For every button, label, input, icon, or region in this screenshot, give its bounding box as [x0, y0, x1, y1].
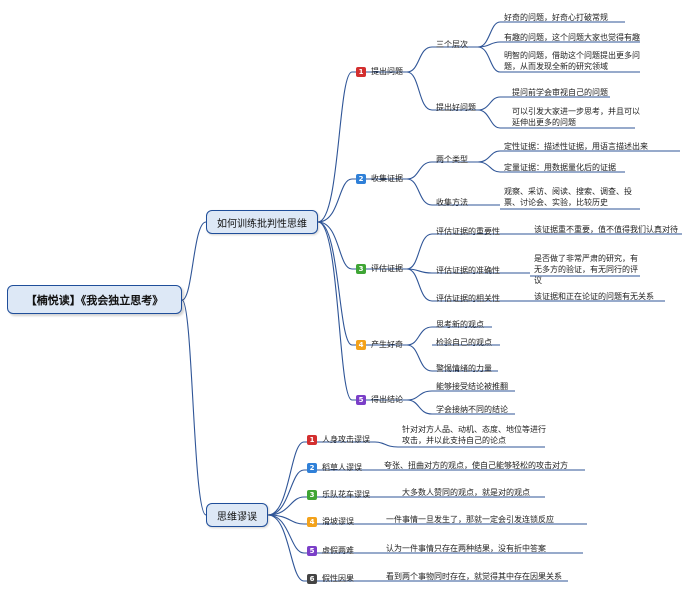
fallacy-bandwagon-detail[interactable]: 大多数人赞同的观点，就是对的观点 [402, 488, 530, 497]
node-three-levels[interactable]: 三个层次 [436, 40, 468, 49]
fallacy-false-dilemma-detail[interactable]: 认为一件事情只存在两种结果，没有折中答案 [386, 544, 546, 553]
node-methods-list[interactable]: 观察、采访、阅读、搜索、调查、投票、讨论会、实验，比较历史 [504, 187, 632, 207]
node-review-question[interactable]: 提问前学会审视自己的问题 [512, 88, 608, 97]
badge-4: 4 [356, 339, 366, 350]
badge-2: 2 [356, 173, 366, 184]
node-two-types[interactable]: 两个类型 [436, 155, 468, 164]
node-new-ideas[interactable]: 思考新的观点 [436, 320, 484, 329]
node-accept-different[interactable]: 学会接纳不同的结论 [436, 405, 508, 414]
node-emotion-caution[interactable]: 警惕情绪的力量 [436, 364, 492, 373]
badge-3: 3 [356, 263, 366, 274]
node-evaluate-importance[interactable]: 评估证据的重要性 [436, 227, 500, 236]
node-interesting-question[interactable]: 有趣的问题，这个问题大家也觉得有趣 [504, 33, 640, 42]
badge-2: 2 [307, 462, 317, 473]
fallacy-straw-man-detail[interactable]: 夸张、扭曲对方的观点，使自己能够轻松的攻击对方 [384, 461, 568, 470]
badge-3: 3 [307, 489, 317, 500]
node-quantitative-evidence[interactable]: 定量证据：用数据量化后的证据 [504, 163, 616, 172]
node-importance-detail[interactable]: 该证据重不重要，值不值得我们认真对待 [534, 225, 678, 234]
node-good-question[interactable]: 提出好问题 [436, 103, 476, 112]
node-relevance-detail[interactable]: 该证据和正在论证的问题有无关系 [534, 292, 654, 301]
node-accept-overturn[interactable]: 能够接受结论被推翻 [436, 382, 508, 391]
fallacy-ad-hominem-detail[interactable]: 针对对方人品、动机、态度、地位等进行攻击，并以此支持自己的论点 [402, 425, 546, 445]
root-topic[interactable]: 【楠悦读】《我会独立思考》 [7, 285, 182, 314]
branch-fallacies[interactable]: 思维谬误 [206, 503, 268, 527]
badge-6: 6 [307, 573, 317, 584]
badge-4: 4 [307, 516, 317, 527]
node-extend-question[interactable]: 可以引发大家进一步思考，并且可以延伸出更多的问题 [512, 107, 640, 127]
fallacy-false-cause-detail[interactable]: 看到两个事物同时存在，就觉得其中存在因果关系 [386, 572, 562, 581]
badge-1: 1 [307, 434, 317, 445]
node-accuracy-detail[interactable]: 是否做了非常严肃的研究，有无多方的验证，有无同行的评议 [534, 254, 638, 285]
node-qualitative-evidence[interactable]: 定性证据：描述性证据，用语言描述出来 [504, 142, 648, 151]
fallacy-slippery-slope-detail[interactable]: 一件事情一旦发生了，那就一定会引发连锁反应 [386, 515, 554, 524]
badge-5: 5 [307, 545, 317, 556]
node-test-ideas[interactable]: 检验自己的观点 [436, 338, 492, 347]
branch-critical-thinking[interactable]: 如何训练批判性思维 [206, 210, 318, 234]
node-curious-question[interactable]: 好奇的问题，好奇心打破常规 [504, 13, 608, 22]
badge-5: 5 [356, 394, 366, 405]
node-wise-question[interactable]: 明智的问题，借助这个问题提出更多问题，从而发现全新的研究领域 [504, 51, 640, 71]
node-evaluate-relevance[interactable]: 评估证据的相关性 [436, 294, 500, 303]
badge-1: 1 [356, 66, 366, 77]
node-evaluate-accuracy[interactable]: 评估证据的准确性 [436, 266, 500, 275]
node-collection-methods[interactable]: 收集方法 [436, 198, 468, 207]
